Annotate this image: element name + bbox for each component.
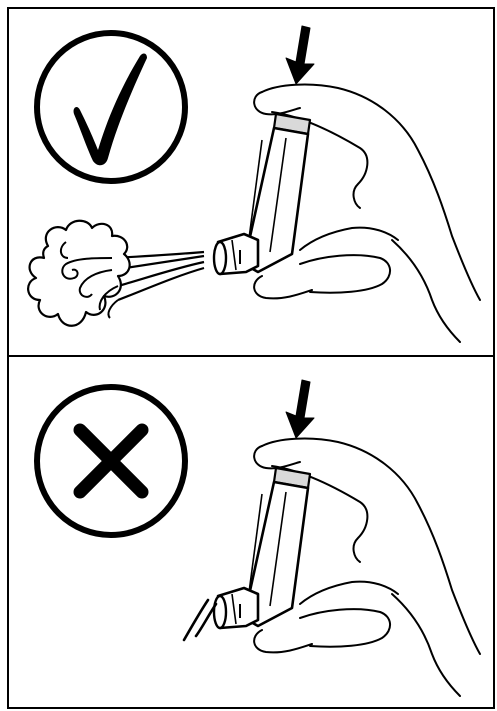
checkmark-icon <box>37 33 185 181</box>
cross-icon <box>37 387 185 535</box>
